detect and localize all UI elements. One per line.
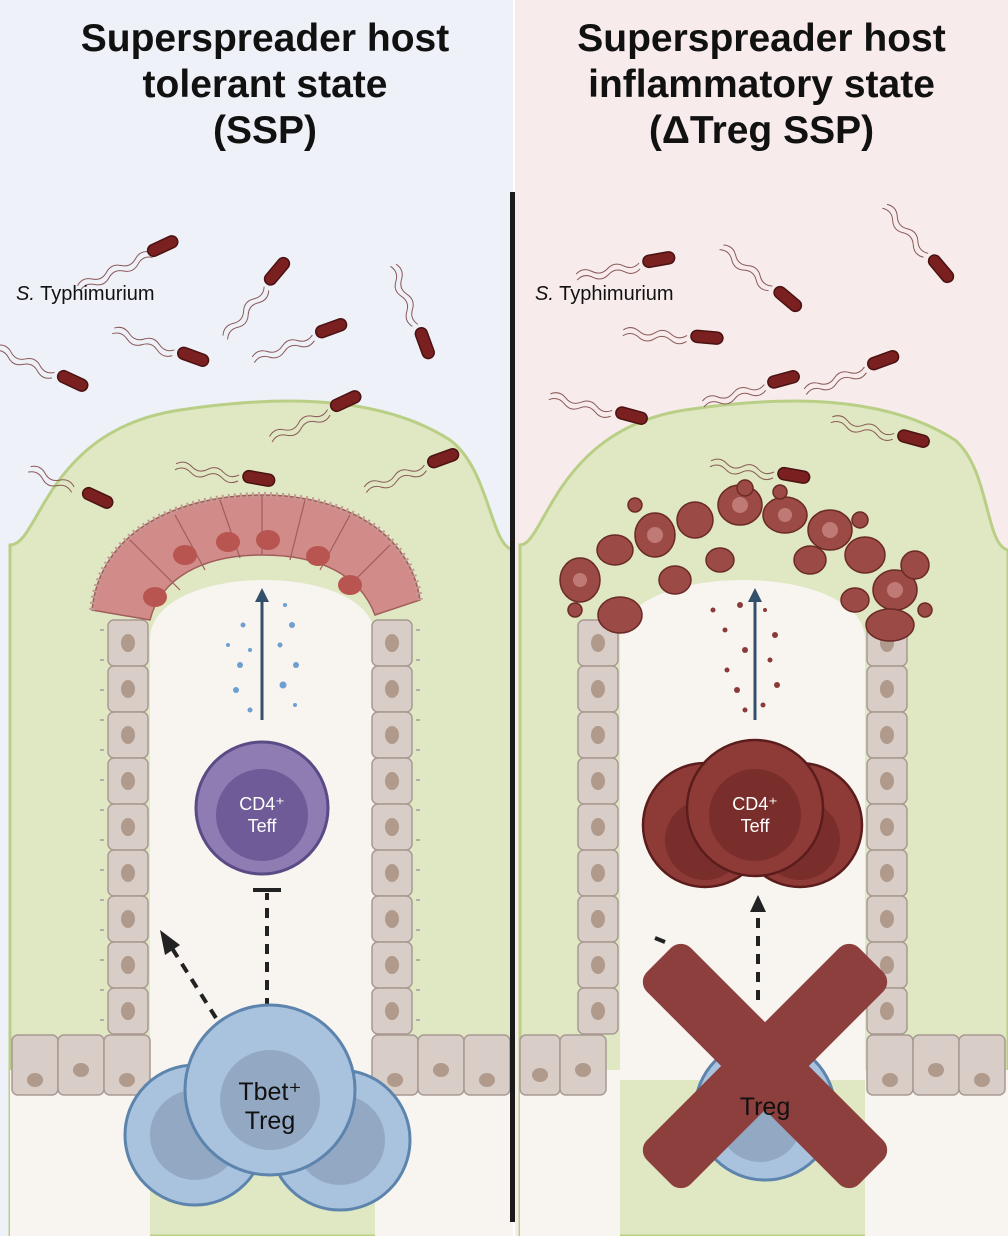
- right-teff-label: CD4⁺ Teff: [732, 794, 778, 836]
- left-villus-diagram: [0, 235, 513, 1236]
- left-bacteria-label-species: S.: [16, 283, 35, 305]
- right-bacteria: [548, 203, 955, 484]
- right-panel: Superspreader host inflammatory state (Δ…: [515, 0, 1008, 1236]
- right-bacteria-label-rest: Typhimurium: [553, 283, 674, 305]
- right-villus-diagram: [518, 203, 1008, 1236]
- left-treg-label: Tbet⁺ Treg: [238, 1078, 302, 1135]
- left-bacteria-label: S. Typhimurium: [16, 283, 155, 306]
- left-panel: Superspreader host tolerant state (SSP) …: [0, 0, 513, 1236]
- right-depletion-cross: [642, 943, 888, 1189]
- left-treg-cluster: [123, 1003, 412, 1212]
- right-bacteria-label-species: S.: [535, 283, 554, 305]
- left-brush-border: [100, 629, 420, 1021]
- right-damaged-tip-cells: [559, 479, 933, 642]
- right-teff-cluster: [641, 738, 864, 889]
- panel-divider: [510, 192, 515, 1222]
- left-base-lumen: [10, 1070, 150, 1236]
- left-bacteria: [0, 235, 460, 509]
- right-epithelium-column-b: [866, 619, 1006, 1096]
- right-treg-label: Treg: [739, 1093, 791, 1121]
- right-panel-title: Superspreader host inflammatory state (Δ…: [577, 17, 946, 152]
- right-bacteria-label: S. Typhimurium: [535, 283, 674, 306]
- left-bacteria-label-rest: Typhimurium: [34, 283, 155, 305]
- right-cytokine-dots: [710, 602, 780, 713]
- left-teff-label: CD4⁺ Teff: [239, 794, 285, 836]
- left-support-arrow: [168, 943, 218, 1020]
- left-panel-title: Superspreader host tolerant state (SSP): [80, 17, 450, 152]
- left-cytokine-dots: [226, 603, 299, 713]
